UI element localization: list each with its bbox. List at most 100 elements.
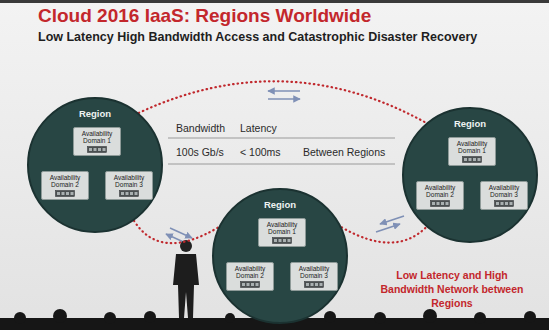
server-slot — [496, 202, 499, 205]
server-icon — [462, 156, 482, 163]
domain-label: Availability Domain 2 — [44, 174, 86, 188]
server-icon — [119, 190, 139, 197]
availability-domain-box: Availability Domain 3 — [105, 171, 153, 200]
server-slot — [306, 283, 309, 286]
slide-title: Cloud 2016 IaaS: Regions Worldwide — [38, 5, 371, 27]
screen-edge — [0, 0, 549, 3]
region-circle: RegionAvailability Domain 1 Availability … — [402, 107, 538, 243]
server-slot — [251, 283, 254, 286]
server-slot — [432, 202, 435, 205]
server-slot — [66, 192, 69, 195]
server-body — [88, 147, 107, 153]
server-icon — [55, 190, 75, 197]
server-body — [495, 201, 514, 207]
server-slot — [103, 148, 106, 151]
server-slot — [121, 192, 124, 195]
server-slot — [441, 202, 444, 205]
presenter-body — [173, 254, 199, 318]
server-slot — [256, 283, 259, 286]
domain-label: Availability Domain 3 — [483, 184, 525, 198]
availability-domain-box: Availability Domain 1 — [448, 137, 496, 166]
region-circle: RegionAvailability Domain 1 Availability … — [212, 188, 348, 324]
region-label: Region — [214, 199, 346, 210]
server-slot — [130, 192, 133, 195]
network-note: Low Latency and High Bandwidth Network b… — [372, 268, 532, 311]
table-rule — [168, 138, 395, 139]
server-slot — [71, 192, 74, 195]
availability-domain-box: Availability Domain 1 — [258, 218, 306, 247]
server-slot — [437, 202, 440, 205]
server-slot — [242, 283, 245, 286]
server-body — [273, 238, 292, 244]
server-body — [305, 282, 324, 288]
direction-arrow — [376, 224, 400, 232]
server-body — [56, 191, 75, 197]
server-slot — [283, 239, 286, 242]
domain-label: Availability Domain 3 — [293, 265, 335, 279]
server-slot — [311, 283, 314, 286]
server-icon — [87, 146, 107, 153]
region-circle: RegionAvailability Domain 1 Availability … — [27, 97, 163, 233]
server-slot — [320, 283, 323, 286]
server-body — [241, 282, 260, 288]
server-slot — [446, 202, 449, 205]
server-body — [120, 191, 139, 197]
availability-domain-box: Availability Domain 1 — [73, 127, 121, 156]
domain-label: Availability Domain 3 — [108, 174, 150, 188]
server-slot — [473, 158, 476, 161]
server-slot — [135, 192, 138, 195]
domain-label: Availability Domain 1 — [451, 140, 493, 154]
server-slot — [469, 158, 472, 161]
server-slot — [464, 158, 467, 161]
server-body — [431, 201, 450, 207]
domain-label: Availability Domain 2 — [229, 265, 271, 279]
server-slot — [510, 202, 513, 205]
server-slot — [315, 283, 318, 286]
server-slot — [247, 283, 250, 286]
direction-arrow — [268, 90, 300, 92]
server-slot — [505, 202, 508, 205]
server-slot — [279, 239, 282, 242]
server-body — [463, 157, 482, 163]
availability-domain-box: Availability Domain 3 — [290, 262, 338, 291]
server-icon — [430, 200, 450, 207]
availability-domain-box: Availability Domain 3 — [480, 181, 528, 210]
server-slot — [62, 192, 65, 195]
server-icon — [272, 237, 292, 244]
region-label: Region — [404, 118, 536, 129]
table-cell: Between Regions — [303, 146, 385, 158]
region-link — [342, 227, 427, 243]
server-slot — [57, 192, 60, 195]
slide-subtitle: Low Latency High Bandwidth Access and Ca… — [38, 30, 543, 44]
region-link — [134, 221, 218, 243]
server-slot — [89, 148, 92, 151]
domain-label: Availability Domain 1 — [261, 221, 303, 235]
server-slot — [501, 202, 504, 205]
table-rule — [168, 164, 395, 165]
region-label: Region — [29, 108, 161, 119]
direction-arrow — [380, 216, 404, 224]
server-slot — [98, 148, 101, 151]
server-slot — [274, 239, 277, 242]
server-slot — [126, 192, 129, 195]
server-icon — [304, 281, 324, 288]
table-cell: < 100ms — [240, 146, 281, 158]
server-slot — [288, 239, 291, 242]
table-header: Bandwidth — [176, 122, 225, 134]
availability-domain-box: Availability Domain 2 — [41, 171, 89, 200]
availability-domain-box: Availability Domain 2 — [416, 181, 464, 210]
table-cell: 100s Gb/s — [176, 146, 224, 158]
server-slot — [478, 158, 481, 161]
presenter — [173, 240, 199, 318]
presenter-head — [180, 240, 192, 252]
server-slot — [94, 148, 97, 151]
availability-domain-box: Availability Domain 2 — [226, 262, 274, 291]
region-link — [139, 81, 427, 123]
server-icon — [494, 200, 514, 207]
table-header: Latency — [240, 122, 277, 134]
direction-arrow — [268, 98, 300, 100]
domain-label: Availability Domain 2 — [419, 184, 461, 198]
server-icon — [240, 281, 260, 288]
